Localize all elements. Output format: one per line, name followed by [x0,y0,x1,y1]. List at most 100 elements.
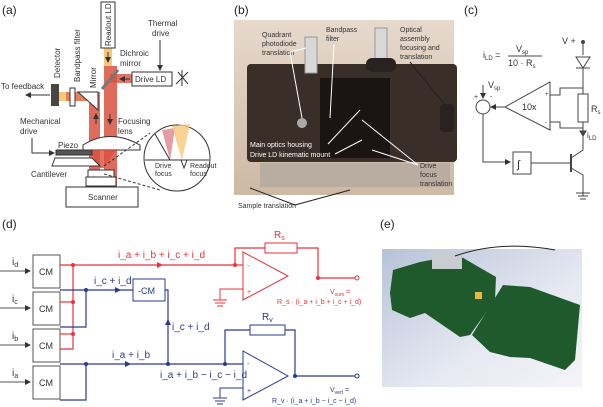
summer-plus-sign: + [474,94,478,101]
thermal-drive-label-2: drive [152,29,170,38]
vvert-terminal [354,373,360,379]
amp-plus-sign: + [545,92,549,98]
to-feedback-label: To feedback [1,82,45,91]
pcb-connector [432,253,462,269]
optical-assembly-label-3: focusing and [400,45,440,52]
panel-a-label: (a) [2,3,17,17]
optical-callout-line [409,61,446,106]
cm-label: CM [39,267,53,277]
bandpass-b-label-2: filter [326,36,340,43]
amp-minus-sign: - [545,120,547,126]
mechanical-drive-label-1: Mechanical [20,117,61,126]
sum-opamp-plus: + [247,289,251,296]
optical-assembly-label-2: assembly [400,36,430,43]
current-mirror-block [32,254,61,289]
input-current-label: ic [12,294,18,306]
drive-focus-translation-label-2: focus [420,172,437,179]
panel-b: (b) Quadrant photodiode translation Band… [234,3,457,210]
vsum-terminal [354,275,360,281]
current-mirror-block [32,365,61,400]
current-arrow-icon [579,130,587,137]
quadrant-label-1: Quadrant [262,32,291,39]
optical-assembly-label-4: translation [400,54,432,61]
cm-label: CM [39,341,53,351]
adjust-arrows-icon [175,70,189,86]
summer-minus-sign: - [490,94,493,101]
neg-cm-label: -CM [138,286,155,296]
mirror-prism [76,91,99,112]
mirror-label: Mirror [89,67,98,88]
input-current-label: id [12,257,18,269]
mirror-beam-mix [66,92,96,101]
focus-knob-side [440,104,454,132]
pcb-board-right [472,285,580,370]
focus-inset [143,124,211,192]
sample-stage-photo [260,163,450,187]
vplus-label: V + [562,36,576,46]
cantilever-chip [51,157,102,167]
sense-resistor [577,93,589,123]
formula-lhs: iLD = [483,50,500,62]
readout-ld-label: Readout LD [104,3,113,46]
inset-tip [180,159,188,170]
sum-node-2 [71,300,75,304]
vert-in-node [223,362,227,366]
piezo-label: Piezo [58,141,79,150]
drive-focus-label-1: Drive [155,163,171,170]
main-optics-label: Main optics housing [250,142,312,149]
mechanical-drive-label-2: drive [20,127,38,136]
quadrant-label-2: photodiode [262,41,297,48]
sum-current-label: i_a + i_b + i_c + i_d [118,250,205,261]
vert-opamp [242,350,290,401]
drive-focus-label-2: focus [155,171,172,178]
bandpass-b-label-1: Bandpass [326,27,358,34]
ab-current-label: i_a + i_b [112,350,151,361]
focusing-lens [82,136,141,151]
current-mirror-block [32,291,61,326]
vert-ground-icon [213,387,243,405]
error-wire [482,114,511,165]
drive-ld-label: Drive LD [135,75,166,84]
panel-d-label: (d) [2,217,17,231]
focused-beam [89,150,116,168]
drive-focus-translation-label-1: Drive [420,163,436,170]
focusing-lens-label-1: Focusing [118,117,150,126]
thermal-drive-label-1: Thermal [148,19,178,28]
panel-e: (e) [380,217,582,387]
drive-focus-translation-label-3: translation [420,181,452,188]
sum-node-3 [71,332,75,336]
ild-c-label: iLD [587,131,597,142]
dichroic-label-1: Dichroic [120,49,149,58]
detector-label: Detector [53,47,62,78]
vvert-label: Vvert = [330,387,349,396]
diff-current-label: i_a + i_b − i_c − i_d [160,370,247,381]
dichroic-label-2: mirror [120,59,141,68]
vsum-expression: R_s · (i_a + i_b + i_c + i_d) [277,299,361,306]
vsp-label: Vsp [488,80,501,92]
pcb-cable [454,245,556,257]
vsum-label: Vsum = [330,289,350,298]
sum-opamp-minus: - [247,263,250,270]
sample-stage [85,176,117,187]
inset-cantilever [154,133,171,161]
focusing-lens-label-2: lens [118,127,133,136]
readout-ld-box [100,1,116,49]
amp-minus-wire [550,121,583,129]
ground-icon [576,192,590,200]
inset-guide-top [103,132,151,167]
scanner [65,186,139,208]
sum-node-out [316,276,320,280]
vert-out-node [293,374,297,378]
integrator-symbol: ∫ [516,159,521,171]
amp-plus-wire [550,87,583,96]
micrometer-left [304,36,318,74]
panel-c: (c) iLD = Vsp 10 · Rs V + Rs iLD 10x + -… [464,3,601,200]
integrator-block [512,151,532,175]
diff-node [166,362,170,366]
input-current-label: ib [12,331,18,343]
scanner-label: Scanner [88,193,118,202]
neg-cm-block [132,278,166,302]
vvert-expression: R_v · (i_a + i_b − i_c − i_d) [272,398,356,405]
focus-knob-top [366,58,396,72]
